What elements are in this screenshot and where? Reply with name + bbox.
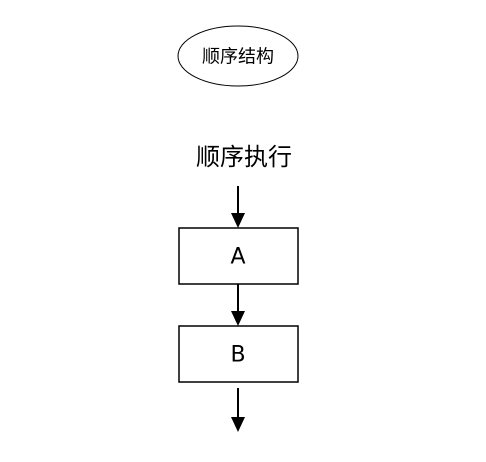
step-b-node: B — [178, 325, 299, 383]
title-ellipse — [177, 25, 299, 87]
title-label: 顺序结构 — [202, 47, 274, 68]
arrow-a-to-b-head — [231, 311, 245, 326]
step-a-box — [178, 227, 299, 285]
exit-arrow — [231, 388, 245, 432]
step-a-node: A — [178, 227, 299, 285]
title-node: 顺序结构 — [177, 25, 299, 87]
step-b-label: B — [230, 343, 245, 368]
exit-arrow-head — [231, 417, 245, 432]
arrow-a-to-b — [231, 284, 245, 326]
step-a-label: A — [230, 245, 245, 270]
entry-arrow-head — [231, 213, 245, 228]
entry-arrow — [231, 186, 245, 228]
sequence-heading: 顺序执行 — [196, 143, 292, 171]
step-b-box — [178, 325, 299, 383]
